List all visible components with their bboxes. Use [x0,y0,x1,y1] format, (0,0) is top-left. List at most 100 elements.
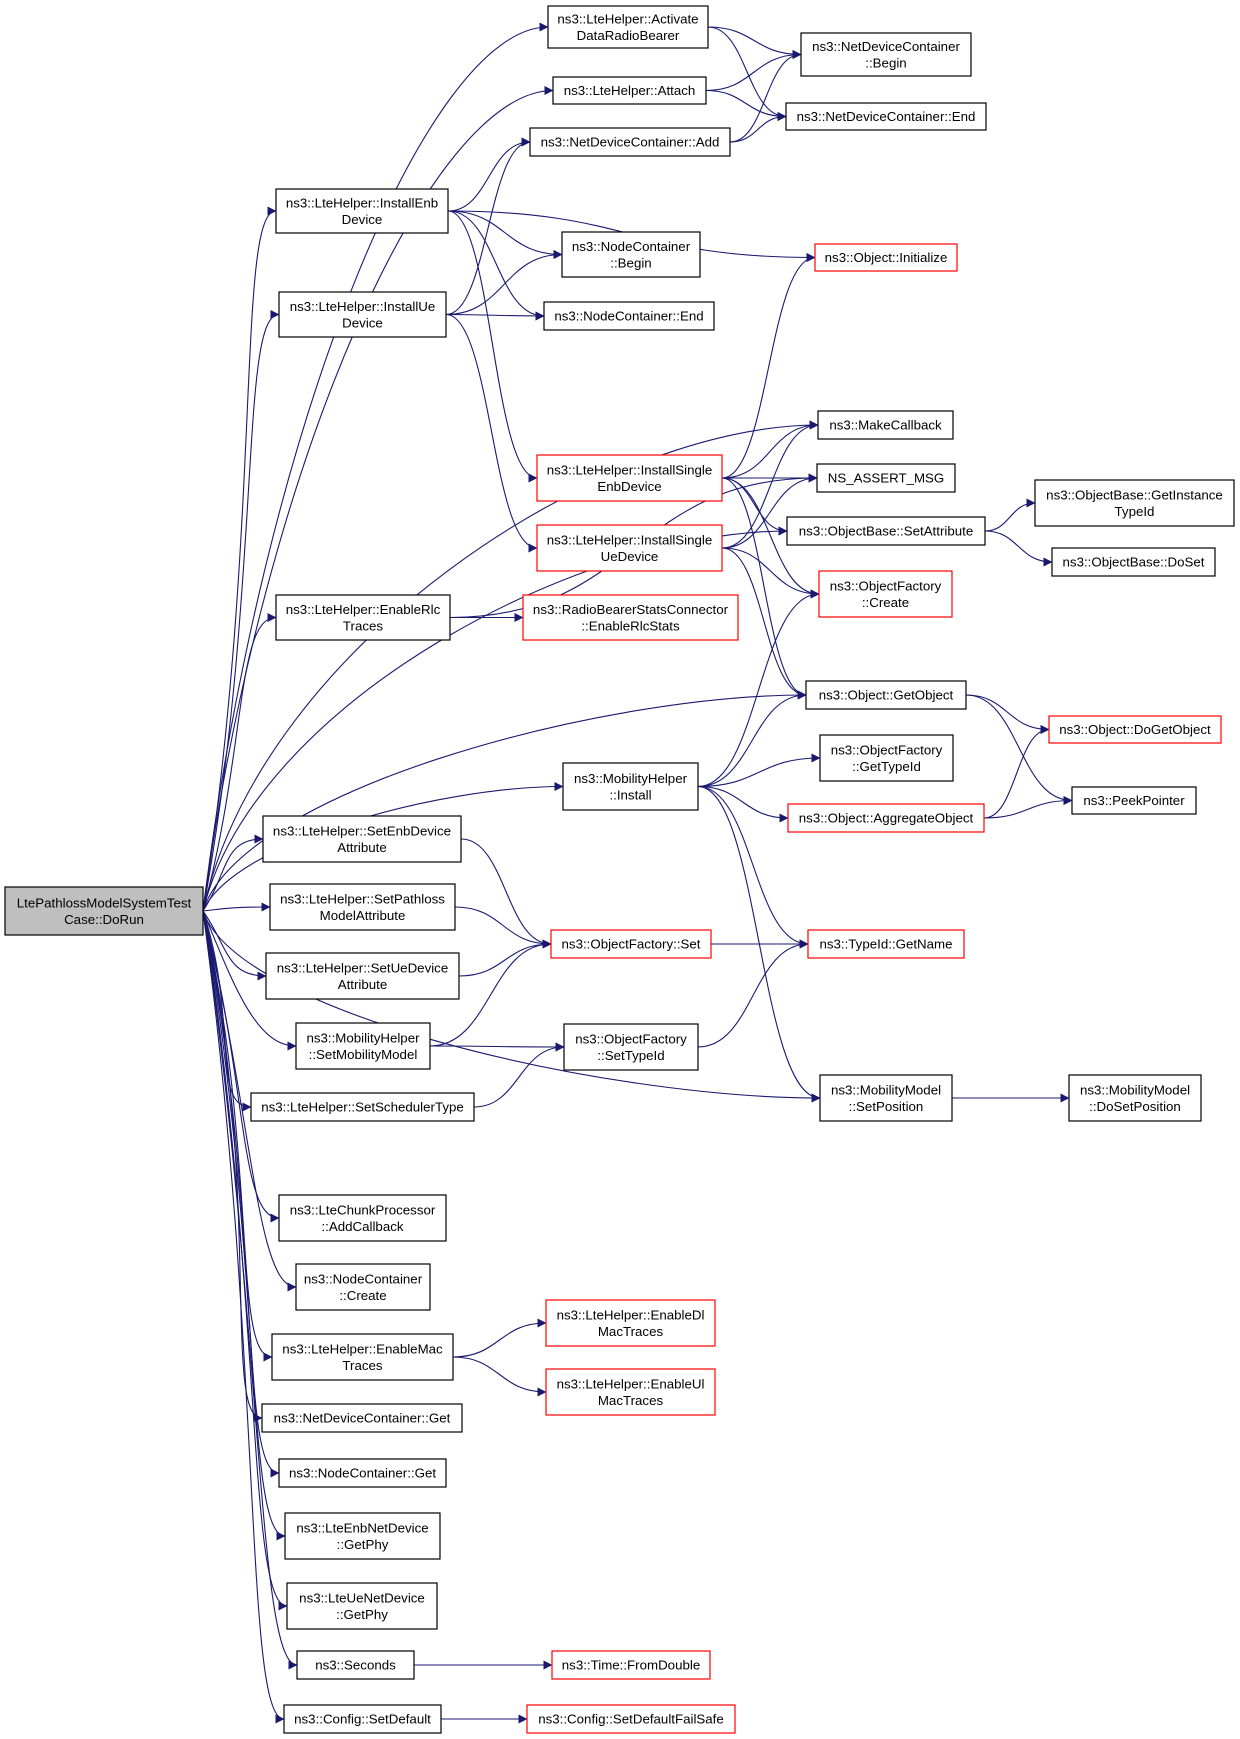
graph-node-of_gettypeid[interactable]: ns3::ObjectFactory::GetTypeId [819,734,954,782]
node-box[interactable] [261,1403,463,1433]
node-box[interactable] [561,231,701,278]
graph-node-make_cb[interactable]: ns3::MakeCallback [817,410,954,440]
graph-node-nc_begin[interactable]: ns3::NodeContainer::Begin [561,231,701,278]
node-box[interactable] [818,570,953,618]
node-box[interactable] [807,929,965,959]
node-box[interactable] [814,243,958,272]
node-box[interactable] [805,680,967,710]
graph-node-obj_init[interactable]: ns3::Object::Initialize [814,243,958,272]
node-box[interactable] [545,1368,716,1416]
node-box[interactable] [536,524,723,572]
node-box[interactable] [296,1650,415,1680]
graph-node-chunk_addcb[interactable]: ns3::LteChunkProcessor::AddCallback [278,1194,447,1242]
node-box[interactable] [522,594,739,641]
graph-node-ns_assert[interactable]: NS_ASSERT_MSG [816,463,956,493]
graph-node-ndc_add[interactable]: ns3::NetDeviceContainer::Add [529,127,731,157]
node-box[interactable] [552,76,707,105]
node-box[interactable] [819,734,954,782]
graph-node-ue_getphy[interactable]: ns3::LteUeNetDevice::GetPhy [286,1582,438,1630]
node-box[interactable] [295,1022,431,1070]
graph-node-obj_dogetobj[interactable]: ns3::Object::DoGetObject [1048,715,1222,744]
node-box[interactable] [545,1299,716,1347]
node-box[interactable] [4,886,204,936]
graph-node-peek[interactable]: ns3::PeekPointer [1071,786,1197,815]
graph-node-of_set[interactable]: ns3::ObjectFactory::Set [550,929,712,959]
node-box[interactable] [787,803,985,833]
node-box[interactable] [278,291,447,338]
node-box[interactable] [550,929,712,959]
node-box[interactable] [269,883,456,931]
node-box[interactable] [295,1263,431,1311]
node-box[interactable] [547,5,709,49]
graph-node-ob_doset[interactable]: ns3::ObjectBase::DoSet [1051,547,1216,577]
node-box[interactable] [529,127,731,157]
node-box[interactable] [275,594,451,641]
graph-node-set_pl_attr[interactable]: ns3::LteHelper::SetPathlossModelAttribut… [269,883,456,931]
node-box[interactable] [283,1704,442,1734]
graph-node-time_fromdouble[interactable]: ns3::Time::FromDouble [551,1650,711,1680]
graph-node-ndc_get[interactable]: ns3::NetDeviceContainer::Get [261,1403,463,1433]
graph-node-enb_getphy[interactable]: ns3::LteEnbNetDevice::GetPhy [284,1512,441,1560]
graph-node-set_sched[interactable]: ns3::LteHelper::SetSchedulerType [250,1092,475,1122]
node-box[interactable] [526,1704,736,1734]
node-box[interactable] [543,301,715,331]
node-box[interactable] [284,1512,441,1560]
node-box[interactable] [785,102,987,131]
node-box[interactable] [816,463,956,493]
graph-node-nc_create[interactable]: ns3::NodeContainer::Create [295,1263,431,1311]
node-box[interactable] [817,410,954,440]
node-box[interactable] [278,1194,447,1242]
graph-node-of_create[interactable]: ns3::ObjectFactory::Create [818,570,953,618]
node-box[interactable] [278,1458,447,1488]
node-box[interactable] [819,1074,953,1122]
graph-node-config_setdefault[interactable]: ns3::Config::SetDefault [283,1704,442,1734]
graph-node-nc_get[interactable]: ns3::NodeContainer::Get [278,1458,447,1488]
node-box[interactable] [265,952,460,1000]
graph-node-rbsc[interactable]: ns3::RadioBearerStatsConnector::EnableRl… [522,594,739,641]
graph-node-mm_dosetpos[interactable]: ns3::MobilityModel::DoSetPosition [1068,1074,1202,1122]
graph-node-of_settypeid[interactable]: ns3::ObjectFactory::SetTypeId [563,1023,699,1071]
graph-node-obj_agg[interactable]: ns3::Object::AggregateObject [787,803,985,833]
node-box[interactable] [563,1023,699,1071]
node-box[interactable] [786,516,986,546]
graph-node-seconds[interactable]: ns3::Seconds [296,1650,415,1680]
graph-node-typeid_getname[interactable]: ns3::TypeId::GetName [807,929,965,959]
graph-node-nc_end[interactable]: ns3::NodeContainer::End [543,301,715,331]
node-box[interactable] [250,1092,475,1122]
node-box[interactable] [262,815,462,863]
node-box[interactable] [1071,786,1197,815]
node-box[interactable] [1068,1074,1202,1122]
node-box[interactable] [536,454,723,502]
graph-node-ndc_end[interactable]: ns3::NetDeviceContainer::End [785,102,987,131]
node-box[interactable] [286,1582,438,1630]
graph-node-ob_setattr[interactable]: ns3::ObjectBase::SetAttribute [786,516,986,546]
node-box[interactable] [551,1650,711,1680]
node-box[interactable] [800,32,972,77]
node-box[interactable] [275,188,449,234]
graph-node-ndc_begin[interactable]: ns3::NetDeviceContainer::Begin [800,32,972,77]
graph-node-mob_setmodel[interactable]: ns3::MobilityHelper::SetMobilityModel [295,1022,431,1070]
graph-node-mob_install[interactable]: ns3::MobilityHelper::Install [562,762,699,811]
node-box[interactable] [1034,479,1235,527]
graph-node-attach[interactable]: ns3::LteHelper::Attach [552,76,707,105]
node-box[interactable] [271,1333,454,1381]
node-box[interactable] [1048,715,1222,744]
graph-node-config_setdefaultfs[interactable]: ns3::Config::SetDefaultFailSafe [526,1704,736,1734]
graph-node-obj_getobj[interactable]: ns3::Object::GetObject [805,680,967,710]
graph-node-mm_setpos[interactable]: ns3::MobilityModel::SetPosition [819,1074,953,1122]
node-box[interactable] [1051,547,1216,577]
node-box[interactable] [562,762,699,811]
